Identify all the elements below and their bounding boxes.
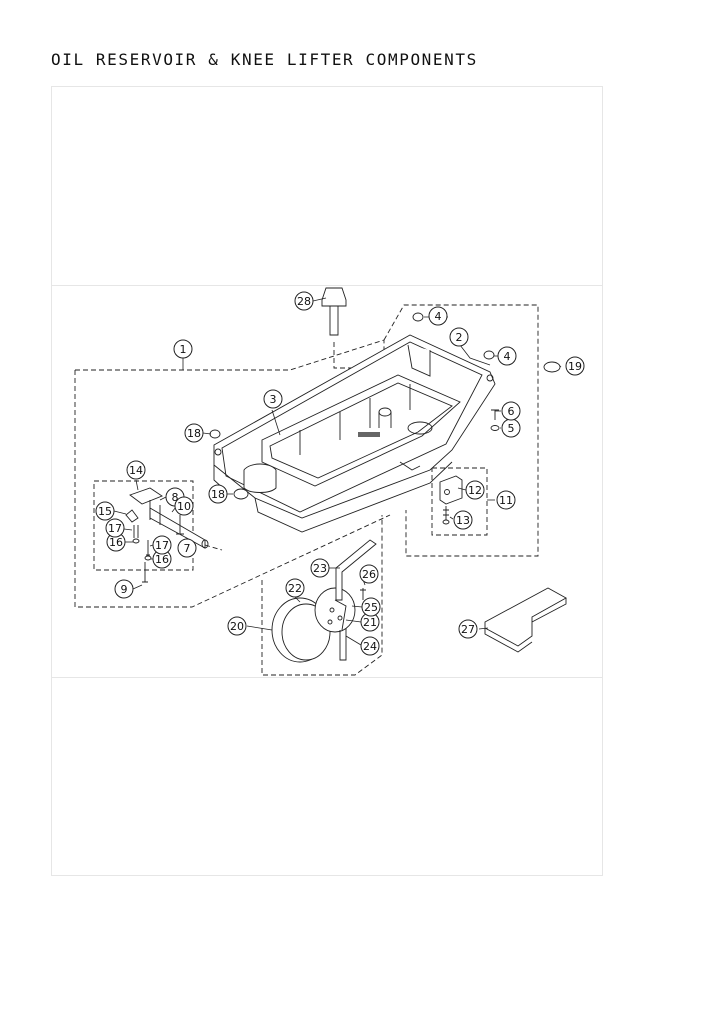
callout-19: 19 [565, 356, 585, 376]
callout-3: 3 [263, 389, 283, 409]
svg-text:4: 4 [504, 350, 511, 363]
callout-15: 15 [95, 501, 115, 521]
callout-2: 2 [449, 327, 469, 347]
frame-divider-bottom [51, 677, 603, 678]
callout-21: 21 [360, 612, 380, 632]
svg-text:5: 5 [508, 422, 515, 435]
svg-text:21: 21 [363, 616, 377, 629]
svg-text:22: 22 [288, 582, 302, 595]
callout-22: 22 [285, 578, 305, 598]
oil-reservoir-tray [213, 334, 496, 533]
callout-12: 12 [465, 480, 485, 500]
callout-26: 26 [359, 564, 379, 584]
svg-text:17: 17 [155, 539, 169, 552]
callout-28: 28 [294, 291, 314, 311]
svg-text:13: 13 [456, 514, 470, 527]
callout-24: 24 [360, 636, 380, 656]
small-hardware [209, 312, 561, 500]
callout-labels: 1 2 3 4 4 5 6 7 8 9 10 11 12 13 14 15 16… [95, 291, 585, 656]
group-11-outline [431, 467, 488, 536]
svg-text:18: 18 [187, 427, 201, 440]
callout-25: 25 [361, 597, 381, 617]
svg-text:9: 9 [121, 583, 128, 596]
callout-17b: 17 [152, 535, 172, 555]
svg-text:16: 16 [155, 553, 169, 566]
svg-text:12: 12 [468, 484, 482, 497]
svg-text:15: 15 [98, 505, 112, 518]
callout-14: 14 [126, 460, 146, 480]
svg-text:18: 18 [211, 488, 225, 501]
group-20-outline [261, 515, 383, 676]
svg-text:24: 24 [363, 640, 377, 653]
svg-text:14: 14 [129, 464, 143, 477]
svg-text:16: 16 [109, 536, 123, 549]
pin-28 [321, 287, 347, 336]
svg-text:8: 8 [172, 491, 179, 504]
svg-text:11: 11 [499, 494, 513, 507]
svg-text:3: 3 [270, 393, 277, 406]
svg-text:1: 1 [180, 343, 187, 356]
svg-text:25: 25 [364, 601, 378, 614]
callout-23: 23 [310, 558, 330, 578]
svg-text:28: 28 [297, 295, 311, 308]
svg-text:19: 19 [568, 360, 582, 373]
callout-10: 10 [174, 496, 194, 516]
callout-11: 11 [496, 490, 516, 510]
svg-text:2: 2 [456, 331, 463, 344]
page-title: OIL RESERVOIR & KNEE LIFTER COMPONENTS [51, 50, 478, 69]
callout-27: 27 [458, 619, 478, 639]
svg-text:26: 26 [362, 568, 376, 581]
bracket-14-assembly [125, 487, 209, 583]
callout-4a: 4 [428, 306, 448, 326]
callout-5: 5 [501, 418, 521, 438]
callout-6: 6 [501, 401, 521, 421]
callout-4b: 4 [497, 346, 517, 366]
svg-text:17: 17 [108, 522, 122, 535]
callout-17a: 17 [105, 518, 125, 538]
callout-13: 13 [453, 510, 473, 530]
svg-text:27: 27 [461, 623, 475, 636]
svg-text:4: 4 [435, 310, 442, 323]
callout-20: 20 [227, 616, 247, 636]
callout-18a: 18 [184, 423, 204, 443]
group-14-outline [93, 480, 194, 571]
plate-27 [484, 587, 567, 653]
callout-9: 9 [114, 579, 134, 599]
callout-18b: 18 [208, 484, 228, 504]
svg-text:7: 7 [184, 542, 191, 555]
callout-7: 7 [177, 538, 197, 558]
frame-divider-top [51, 285, 603, 286]
svg-text:10: 10 [177, 500, 191, 513]
block-12 [439, 475, 463, 525]
svg-text:6: 6 [508, 405, 515, 418]
knee-lifter-20 [271, 539, 377, 663]
svg-text:20: 20 [230, 620, 244, 633]
svg-text:23: 23 [313, 562, 327, 575]
callout-1: 1 [173, 339, 193, 359]
diagram-frame [51, 86, 603, 876]
group-2-outline [383, 304, 539, 557]
